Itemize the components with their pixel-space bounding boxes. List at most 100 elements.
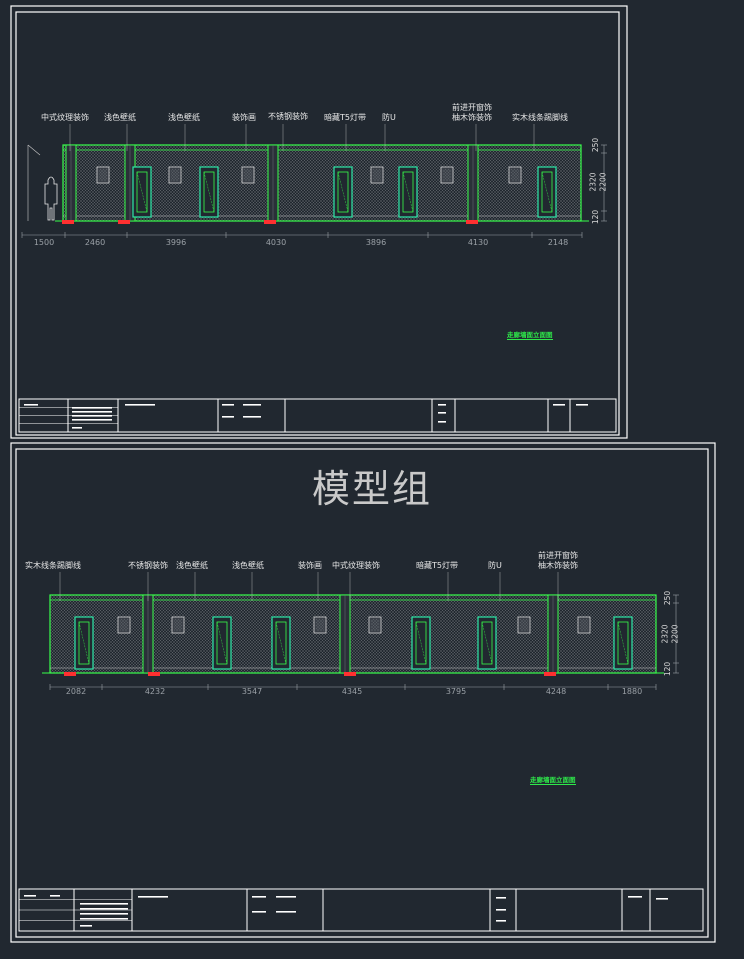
callout-label: 浅色壁纸 [176, 561, 208, 570]
vertical-dimension: 120 [591, 209, 601, 225]
title-block-text-mark [243, 404, 261, 406]
dimension-value: 1500 [33, 238, 55, 247]
callout-label: 浅色壁纸 [104, 113, 136, 122]
title-block-text-mark [496, 909, 506, 911]
title-block-text-mark [72, 427, 82, 429]
callout-label: 实木线条踢脚线 [512, 113, 568, 122]
door-swing-line [275, 621, 287, 665]
callout-label: 前进开窗饰 [538, 551, 578, 560]
door-panel [402, 171, 414, 213]
door-frame [199, 166, 219, 218]
decor-panel-fill [580, 619, 588, 631]
door-frame [132, 166, 152, 218]
door-swing-line [481, 621, 493, 665]
red-marker [64, 672, 76, 676]
sheet-title-tag: 走廊墙面立面图 [530, 776, 576, 785]
callout-label: 中式纹理装饰 [332, 561, 380, 570]
callout-label: 中式纹理装饰 [41, 113, 89, 122]
title-block-text-mark [276, 896, 296, 898]
callout-label: 防U [382, 113, 396, 122]
door-frame [398, 166, 418, 218]
dimension-value: 3896 [365, 238, 387, 247]
title-block-text-mark [50, 895, 60, 897]
title-block-text-mark [80, 918, 128, 920]
decor-panel-fill [171, 169, 179, 181]
title-block-text-mark [72, 419, 112, 421]
decor-panel-fill [443, 169, 451, 181]
decor-panel-fill [174, 619, 182, 631]
vertical-dimension: 2320 [588, 172, 598, 192]
callout-label: 浅色壁纸 [232, 561, 264, 570]
callout-label: 浅色壁纸 [168, 113, 200, 122]
door-swing-line [136, 171, 148, 213]
title-block-text-mark [496, 897, 506, 899]
door-panel [337, 171, 349, 213]
door-panel [481, 621, 493, 665]
callout-label: 装饰画 [232, 113, 256, 122]
red-marker [264, 220, 276, 224]
title-block-text-mark [553, 404, 565, 406]
title-block-text-mark [125, 404, 155, 406]
title-block-text-mark [496, 920, 506, 922]
decor-panel-fill [244, 169, 252, 181]
vertical-dimension: 2200 [598, 172, 608, 192]
title-block-text-mark [222, 416, 234, 418]
decor-panel-fill [99, 169, 107, 181]
door-swing-line [337, 171, 349, 213]
vertical-dimension: 250 [591, 137, 601, 153]
door-swing-line [415, 621, 427, 665]
callout-label: 装饰画 [298, 561, 322, 570]
title-block-text-mark [24, 404, 38, 406]
entrance-stair-line [27, 144, 41, 156]
title-block-text-mark [222, 404, 234, 406]
sheet-outer-frame [10, 5, 628, 439]
red-marker [62, 220, 74, 224]
title-block-text-mark [438, 412, 446, 414]
sheet-inner-frame [15, 11, 620, 436]
door-panel [541, 171, 553, 213]
callout-label: 不锈钢装饰 [268, 112, 308, 121]
door-frame [537, 166, 557, 218]
dimension-value: 4232 [144, 687, 166, 696]
title-block-text-mark [80, 925, 92, 927]
door-panel [275, 621, 287, 665]
decor-panel-fill [371, 619, 379, 631]
title-block-text-mark [252, 896, 266, 898]
dimension-value: 4030 [265, 238, 287, 247]
title-block-text-mark [24, 895, 36, 897]
door-frame [333, 166, 353, 218]
callout-label: 前进开窗饰 [452, 103, 492, 112]
title-block-text-mark [72, 411, 112, 413]
person-silhouette [44, 176, 58, 221]
dimension-value: 1880 [621, 687, 643, 696]
door-panel [203, 171, 215, 213]
title-block-text-mark [576, 404, 588, 406]
title-block-text-mark [243, 416, 261, 418]
title-block-text-mark [438, 404, 446, 406]
callout-label: 防U [488, 561, 502, 570]
dimension-value: 4345 [341, 687, 363, 696]
sheet-outer-frame [10, 442, 716, 943]
vertical-dimension: 2320 [660, 624, 670, 644]
decor-panel-fill [373, 169, 381, 181]
dimension-value: 4130 [467, 238, 489, 247]
callout-label: 不锈钢装饰 [128, 561, 168, 570]
dimension-value: 3996 [165, 238, 187, 247]
decor-panel-fill [316, 619, 324, 631]
red-marker [148, 672, 160, 676]
door-panel [617, 621, 629, 665]
dimension-value: 4248 [545, 687, 567, 696]
dimension-value: 2460 [84, 238, 106, 247]
dimension-value: 3795 [445, 687, 467, 696]
door-swing-line [402, 171, 414, 213]
vertical-dimension: 250 [663, 590, 673, 606]
callout-label: 暗藏T5灯带 [416, 561, 458, 570]
door-panel [415, 621, 427, 665]
door-panel [136, 171, 148, 213]
vertical-dimension: 2200 [670, 624, 680, 644]
door-panel [216, 621, 228, 665]
callout-label: 柚木饰装饰 [452, 113, 492, 122]
door-swing-line [78, 621, 90, 665]
dimension-value: 3547 [241, 687, 263, 696]
dimension-value: 2148 [547, 238, 569, 247]
